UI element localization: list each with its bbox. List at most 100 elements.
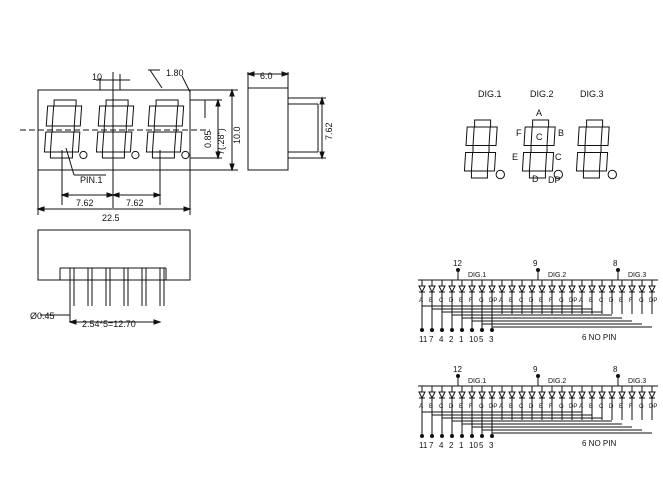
arrow xyxy=(60,192,69,198)
diode-symbol xyxy=(518,391,526,400)
diode-symbol xyxy=(578,391,586,400)
bottom-view-body xyxy=(37,229,191,281)
diode-symbol xyxy=(558,391,566,400)
dim-762-right-label: 7.62 xyxy=(126,198,144,208)
bottom-pin-node xyxy=(460,434,464,438)
segment-outline xyxy=(582,170,600,179)
diode-symbol xyxy=(588,391,596,400)
segment-name: B xyxy=(589,298,593,304)
segment-outline xyxy=(465,126,475,146)
segment-name: DP xyxy=(569,298,577,304)
arrow xyxy=(36,206,45,212)
segment-outline xyxy=(584,145,602,153)
arrow xyxy=(215,98,221,107)
digit-pin-node xyxy=(536,374,540,378)
segment-outline xyxy=(598,152,609,172)
segment-name: F xyxy=(549,298,553,304)
diode-symbol xyxy=(468,391,476,400)
segment-name: A xyxy=(579,404,583,410)
segment-dp-label: DP xyxy=(548,175,561,185)
diode-symbol xyxy=(478,391,486,400)
dim-100-label: 10.0 xyxy=(232,126,242,144)
arrow xyxy=(281,71,290,77)
diode-symbol xyxy=(568,285,576,294)
segment-name: B xyxy=(509,404,513,410)
digit-pin-node xyxy=(456,374,460,378)
arrow xyxy=(111,192,120,198)
segment-g-label: C xyxy=(536,132,543,142)
bottom-pin-node xyxy=(420,434,424,438)
segment-name: C xyxy=(439,298,444,304)
segment-outline xyxy=(101,151,125,159)
dim-045-label: Ø0.45 xyxy=(30,311,55,321)
diode-symbol xyxy=(618,285,626,294)
digit-name: DIG.3 xyxy=(628,272,646,279)
segment-name: B xyxy=(429,298,433,304)
segment-name: DP xyxy=(569,404,577,410)
dim-60-label: 6.0 xyxy=(260,71,273,81)
seven-seg-digit xyxy=(521,119,563,180)
bottom-pin-number: 5 xyxy=(479,335,484,344)
segment-name: C xyxy=(599,298,604,304)
dig1-label: DIG.1 xyxy=(478,89,502,99)
segment-c-label: C xyxy=(555,152,562,162)
seven-seg-digit xyxy=(575,119,617,180)
bottom-pin-number: 1 xyxy=(459,335,464,344)
segment-outline xyxy=(43,131,53,153)
dim-085-label: 0.85 xyxy=(203,130,213,148)
segment-outline xyxy=(125,105,135,127)
digit-pin-number: 8 xyxy=(613,365,618,374)
diode-symbol xyxy=(488,285,496,294)
bottom-pin-number: 7 xyxy=(429,335,434,344)
bottom-pin-node xyxy=(450,328,454,332)
segment-outline xyxy=(472,145,490,153)
segment-name: E xyxy=(539,404,543,410)
segment-name: F xyxy=(469,298,473,304)
bottom-pin-node xyxy=(420,328,424,332)
segment-name: G xyxy=(639,404,644,410)
bottom-pin-number: 10 xyxy=(469,335,478,344)
diode-symbol xyxy=(558,285,566,294)
segment-name: G xyxy=(559,404,564,410)
diode-symbol xyxy=(528,391,536,400)
diode-symbol xyxy=(538,285,546,294)
arrow xyxy=(229,163,235,172)
diode-symbol xyxy=(468,285,476,294)
segment-name: A xyxy=(419,404,423,410)
segment-name: C xyxy=(439,404,444,410)
segment-outline xyxy=(521,152,532,172)
bottom-pin-node xyxy=(440,434,444,438)
segment-name: E xyxy=(459,298,463,304)
segment-outline xyxy=(95,131,105,153)
segment-outline xyxy=(103,125,127,133)
segment-outline xyxy=(173,131,183,153)
segment-name: E xyxy=(619,404,623,410)
segment-name: F xyxy=(549,404,553,410)
diode-symbol xyxy=(508,391,516,400)
bottom-pin-node xyxy=(440,328,444,332)
segment-name: D xyxy=(529,404,534,410)
diode-symbol xyxy=(618,391,626,400)
digit-pin-node xyxy=(536,268,540,272)
leader-180-a xyxy=(149,69,163,89)
digit-pin-number: 12 xyxy=(453,365,462,374)
bottom-pin-number: 5 xyxy=(479,441,484,450)
bottom-pin-number: 3 xyxy=(489,441,494,450)
bottom-pin-node xyxy=(430,328,434,332)
segment-outline xyxy=(530,145,548,153)
segment-name: A xyxy=(499,404,503,410)
no-pin-note: 6 NO PIN xyxy=(582,333,616,342)
diode-symbol xyxy=(578,285,586,294)
bottom-pin-node xyxy=(430,434,434,438)
diode-symbol xyxy=(598,391,606,400)
diode-symbol xyxy=(568,391,576,400)
segment-name: G xyxy=(479,404,484,410)
arrow xyxy=(106,192,115,198)
segment-outline xyxy=(488,126,498,146)
segment-name: D xyxy=(449,404,454,410)
digit-pin-number: 9 xyxy=(533,259,538,268)
arrow xyxy=(319,96,325,105)
segment-outline xyxy=(71,131,81,153)
dim-762-left-label: 7.62 xyxy=(76,198,94,208)
